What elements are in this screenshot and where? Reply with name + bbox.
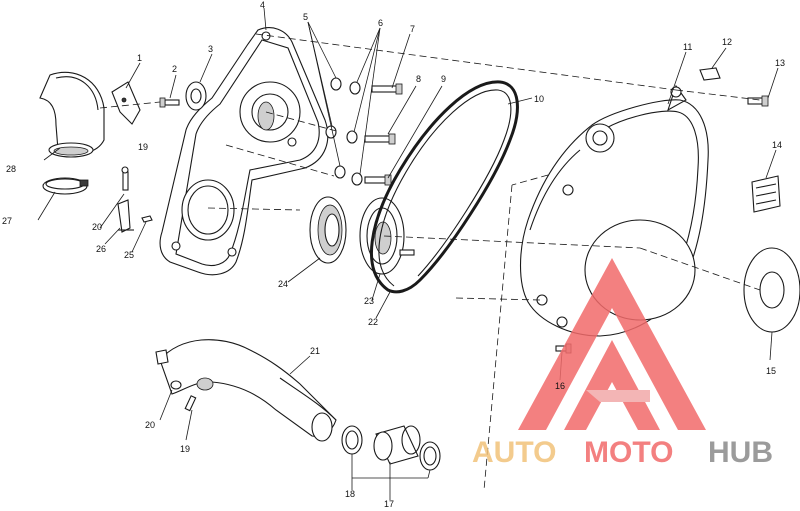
callout-26: 26	[96, 244, 106, 254]
callout-7: 7	[410, 24, 415, 34]
leader-lines	[37, 7, 779, 500]
coupler-clamps	[341, 425, 441, 471]
logo-text-hub: HUB	[708, 436, 773, 469]
callout-9: 9	[441, 74, 446, 84]
seal-24	[309, 196, 347, 264]
callout-2: 2	[172, 64, 177, 74]
callout-11: 11	[683, 42, 692, 52]
callout-1: 1	[137, 53, 142, 63]
callout-15: 15	[766, 366, 776, 376]
callout-22: 22	[368, 317, 378, 327]
inner-cover-plate	[159, 27, 329, 276]
disc-15	[743, 247, 800, 333]
callout-28: 28	[6, 164, 16, 174]
small-hardware-left	[117, 166, 153, 233]
callout-10: 10	[534, 94, 544, 104]
callout-3: 3	[208, 44, 213, 54]
bolts-and-washers	[325, 77, 403, 186]
callout-5: 5	[303, 12, 308, 22]
automotohub-logo: AUTO MOTO HUB	[472, 258, 773, 469]
callout-18: 18	[345, 489, 355, 499]
callout-23: 23	[364, 296, 374, 306]
callout-8: 8	[416, 74, 421, 84]
callout-12: 12	[722, 37, 732, 47]
small-hardware-lower	[155, 349, 197, 412]
label-14	[751, 175, 781, 213]
callout-27: 27	[2, 216, 12, 226]
callout-21: 21	[310, 346, 320, 356]
callout-6: 6	[378, 18, 383, 28]
hose-clamp-27	[42, 177, 89, 195]
assembly-center-lines	[99, 33, 761, 491]
callout-14: 14	[772, 140, 782, 150]
callout-20-upper: 20	[92, 222, 102, 232]
intake-duct-elbow	[39, 71, 105, 158]
callout-13: 13	[775, 58, 785, 68]
logo-text-auto: AUTO	[472, 436, 556, 469]
callout-20-lower: 20	[145, 420, 155, 430]
callout-24: 24	[278, 279, 288, 289]
bracket-1	[111, 81, 141, 125]
callout-4: 4	[260, 0, 265, 10]
callout-16: 16	[555, 381, 565, 391]
tag-12	[699, 67, 721, 81]
washer-3	[185, 81, 207, 111]
callout-19-lower: 19	[180, 444, 190, 454]
logo-text-moto: MOTO	[584, 436, 673, 469]
screw-2	[159, 97, 180, 108]
callout-19-upper: 19	[138, 142, 148, 152]
screw-13	[747, 95, 769, 107]
exhaust-hose-21	[159, 339, 337, 442]
drive-belt	[369, 80, 519, 294]
callout-17: 17	[384, 499, 394, 509]
callout-labels: 1 2 3 4 5 6 7 8 9 10 11 12 13 14 15 16 1…	[2, 0, 785, 509]
callout-25: 25	[124, 250, 134, 260]
